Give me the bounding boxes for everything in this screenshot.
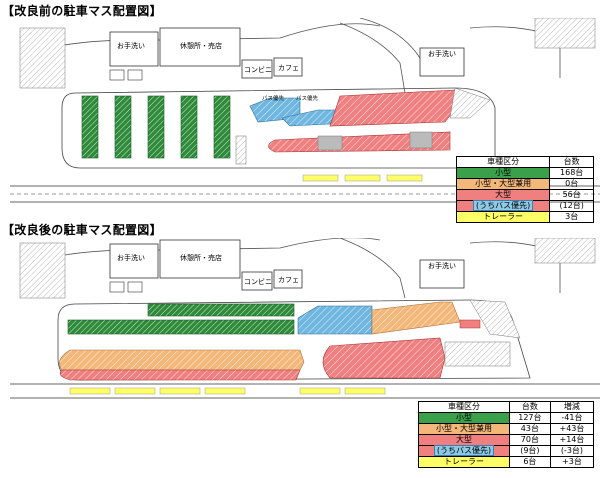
trailer-slot xyxy=(302,174,339,182)
before-legend-table: 車種区分 台数 小型 168台 小型・大型兼用 0台 大型 56台 (うちバス優… xyxy=(455,156,594,223)
legend-category: トレーラー xyxy=(455,211,551,223)
convenience-building xyxy=(241,59,273,79)
legend-header-count: 台数 xyxy=(508,401,551,413)
after-legend-table: 車種区分 台数 増減 小型 127台 -41台 小型・大型兼用 43台 +43台… xyxy=(418,401,595,468)
cafe-building xyxy=(273,57,303,77)
large-vehicle-block xyxy=(268,131,451,153)
restroom-left-label: お手洗い xyxy=(117,253,145,262)
legend-count: 3台 xyxy=(549,211,594,223)
small-car-block xyxy=(67,319,295,335)
legend-row-shared: 小型・大型兼用 0台 xyxy=(455,178,594,190)
after-parking-map: お手洗い 休憩所・売店 コンビニ カフェ お手洗い xyxy=(10,238,600,399)
legend-category-text: (うちバス優先) xyxy=(473,200,534,211)
large-vehicle-block xyxy=(329,89,463,127)
bus-priority-label: バス優先 xyxy=(262,94,285,102)
rest-shop-label: 休憩所・売店 xyxy=(180,41,222,50)
large-vehicle-block xyxy=(322,337,446,379)
legend-row-small: 小型 127台 -41台 xyxy=(418,412,595,424)
cafe-building xyxy=(273,269,303,289)
restroom-right-label: お手洗い xyxy=(428,261,456,270)
restroom-building xyxy=(109,31,159,67)
trailer-slot xyxy=(114,387,156,395)
legend-row-bus-priority: (うちバス優先) (12台) xyxy=(455,200,594,212)
legend-category-text: (うちバス優先) xyxy=(433,445,495,456)
legend-header-category: 車種区分 xyxy=(418,401,510,413)
restroom-right-building xyxy=(419,259,465,289)
trailer-slot xyxy=(159,387,201,395)
legend-category: 小型 xyxy=(418,412,510,424)
small-car-block xyxy=(114,95,132,159)
small-car-block xyxy=(147,95,165,159)
legend-category: 小型 xyxy=(455,167,551,179)
small-car-block xyxy=(147,303,295,317)
legend-change: (-3台) xyxy=(549,445,595,457)
convenience-building xyxy=(241,271,273,291)
legend-count: 0台 xyxy=(549,178,594,190)
legend-count: 43台 xyxy=(508,423,551,435)
before-parking-map: お手洗い 休憩所・売店 コンビニ カフェ お手洗い バス優先 バス優先 xyxy=(10,18,600,203)
legend-count: 56台 xyxy=(549,189,594,201)
legend-header-change: 増減 xyxy=(549,401,595,413)
rest-shop-building xyxy=(159,239,241,279)
lot-outline xyxy=(61,87,496,169)
legend-count: 70台 xyxy=(508,434,551,446)
rest-shop-label: 休憩所・売店 xyxy=(180,253,222,262)
restroom-building xyxy=(109,243,159,279)
legend-category: 大型 xyxy=(455,189,551,201)
legend-count: 168台 xyxy=(549,167,594,179)
legend-header-count: 台数 xyxy=(549,156,594,168)
cafe-label: カフェ xyxy=(278,276,299,284)
trailer-slot xyxy=(204,387,246,395)
small-car-block xyxy=(81,95,99,159)
convenience-label: コンビニ xyxy=(244,277,272,286)
after-heading: 【改良後の駐車マス配置図】 xyxy=(2,223,162,237)
convenience-label: コンビニ xyxy=(244,65,272,74)
restroom-left-label: お手洗い xyxy=(117,41,145,50)
restroom-right-label: お手洗い xyxy=(428,49,456,58)
legend-category: (うちバス優先) xyxy=(418,445,510,457)
legend-count: 127台 xyxy=(508,412,551,424)
legend-row-trailer: トレーラー 3台 xyxy=(455,211,594,223)
trailer-slot xyxy=(386,174,423,182)
legend-row-small: 小型 168台 xyxy=(455,167,594,179)
bus-priority-block xyxy=(249,97,301,123)
before-heading: 【改良前の駐車マス配置図】 xyxy=(2,4,162,18)
legend-header-category: 車種区分 xyxy=(455,156,551,168)
legend-category: トレーラー xyxy=(418,456,510,468)
legend-row-shared: 小型・大型兼用 43台 +43台 xyxy=(418,423,595,435)
cafe-label: カフェ xyxy=(278,64,299,72)
legend-change: -41台 xyxy=(549,412,595,424)
restroom-right-building xyxy=(419,47,465,77)
small-car-block xyxy=(213,95,231,159)
bus-priority-label: バス優先 xyxy=(296,94,319,102)
bus-priority-block xyxy=(297,305,373,335)
legend-row-bus-priority: (うちバス優先) (9台) (-3台) xyxy=(418,445,595,457)
shared-block xyxy=(371,301,461,335)
trailer-slot xyxy=(344,387,386,395)
legend-category: 小型・大型兼用 xyxy=(418,423,510,435)
legend-row-large: 大型 56台 xyxy=(455,189,594,201)
trailer-slot xyxy=(299,387,341,395)
legend-category: (うちバス優先) xyxy=(455,200,551,212)
shared-block xyxy=(59,349,305,371)
legend-count: (9台) xyxy=(508,445,551,457)
legend-row-trailer: トレーラー 6台 +3台 xyxy=(418,456,595,468)
rest-shop-building xyxy=(159,27,241,67)
small-car-block xyxy=(180,95,198,159)
legend-category: 小型・大型兼用 xyxy=(455,178,551,190)
trailer-slot xyxy=(69,387,111,395)
large-vehicle-block xyxy=(59,369,301,381)
legend-row-large: 大型 70台 +14台 xyxy=(418,434,595,446)
legend-change: +3台 xyxy=(549,456,595,468)
legend-category: 大型 xyxy=(418,434,510,446)
trailer-slot xyxy=(344,174,381,182)
legend-count: (12台) xyxy=(549,200,594,212)
legend-change: +43台 xyxy=(549,423,595,435)
legend-count: 6台 xyxy=(508,456,551,468)
legend-change: +14台 xyxy=(549,434,595,446)
